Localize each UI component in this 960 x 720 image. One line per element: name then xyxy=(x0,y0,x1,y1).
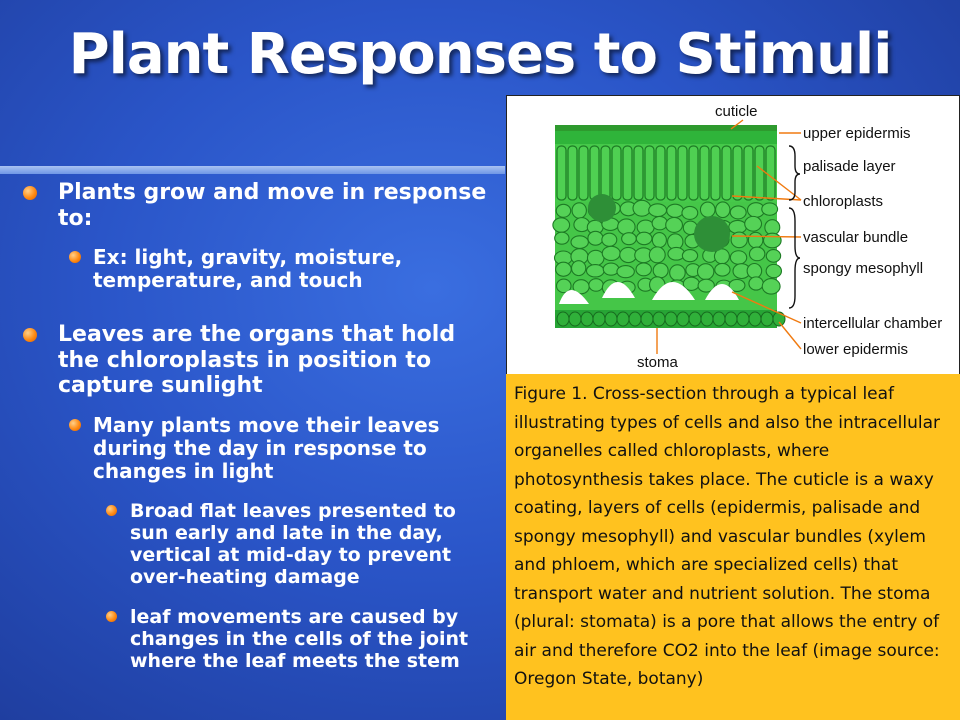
bullet-dot-icon xyxy=(106,505,117,516)
label-lower-epidermis: lower epidermis xyxy=(803,341,908,358)
bullet-item: leaf movements are caused by changes in … xyxy=(106,606,490,673)
leaf-diagram: cuticle upper epidermis palisade layer c… xyxy=(552,103,942,371)
bullet-dot-icon xyxy=(69,251,81,263)
label-chloroplasts: chloroplasts xyxy=(803,193,883,210)
label-intercellular-chamber: intercellular chamber xyxy=(803,315,942,332)
bullet-dot-icon xyxy=(23,186,37,200)
bullet-text: Leaves are the organs that hold the chlo… xyxy=(58,322,456,399)
label-vascular-bundle: vascular bundle xyxy=(803,229,908,246)
bullet-text: Plants grow and move in response to: xyxy=(58,180,487,231)
bullet-text: Broad flat leaves presented to sun early… xyxy=(130,500,456,589)
bullet-text: leaf movements are caused by changes in … xyxy=(130,606,469,673)
bullet-item: Ex: light, gravity, moisture, temperatur… xyxy=(69,245,493,293)
upper-epidermis-cells xyxy=(555,131,777,144)
bullet-item: Broad flat leaves presented to sun early… xyxy=(106,500,490,589)
label-stoma: stoma xyxy=(637,354,679,371)
title-divider xyxy=(0,166,505,174)
pointer-lines xyxy=(656,119,802,354)
leaf-cross-section-figure: cuticle upper epidermis palisade layer c… xyxy=(506,95,960,376)
bullet-dot-icon xyxy=(106,611,117,622)
bullet-item: Plants grow and move in response to: xyxy=(23,180,498,231)
bullet-item: Leaves are the organs that hold the chlo… xyxy=(23,322,498,399)
figure-caption: Figure 1. Cross-section through a typica… xyxy=(506,374,960,720)
bullet-text: Ex: light, gravity, moisture, temperatur… xyxy=(93,245,403,293)
label-cuticle: cuticle xyxy=(715,103,758,120)
bullet-dot-icon xyxy=(69,419,81,431)
label-upper-epidermis: upper epidermis xyxy=(803,125,911,142)
bullet-text: Many plants move their leaves during the… xyxy=(93,413,440,484)
label-spongy-mesophyll: spongy mesophyll xyxy=(803,260,923,277)
label-palisade-layer: palisade layer xyxy=(803,158,896,175)
bullet-dot-icon xyxy=(23,328,37,342)
slide-title: Plant Responses to Stimuli xyxy=(68,22,893,87)
bullet-item: Many plants move their leaves during the… xyxy=(69,413,493,484)
